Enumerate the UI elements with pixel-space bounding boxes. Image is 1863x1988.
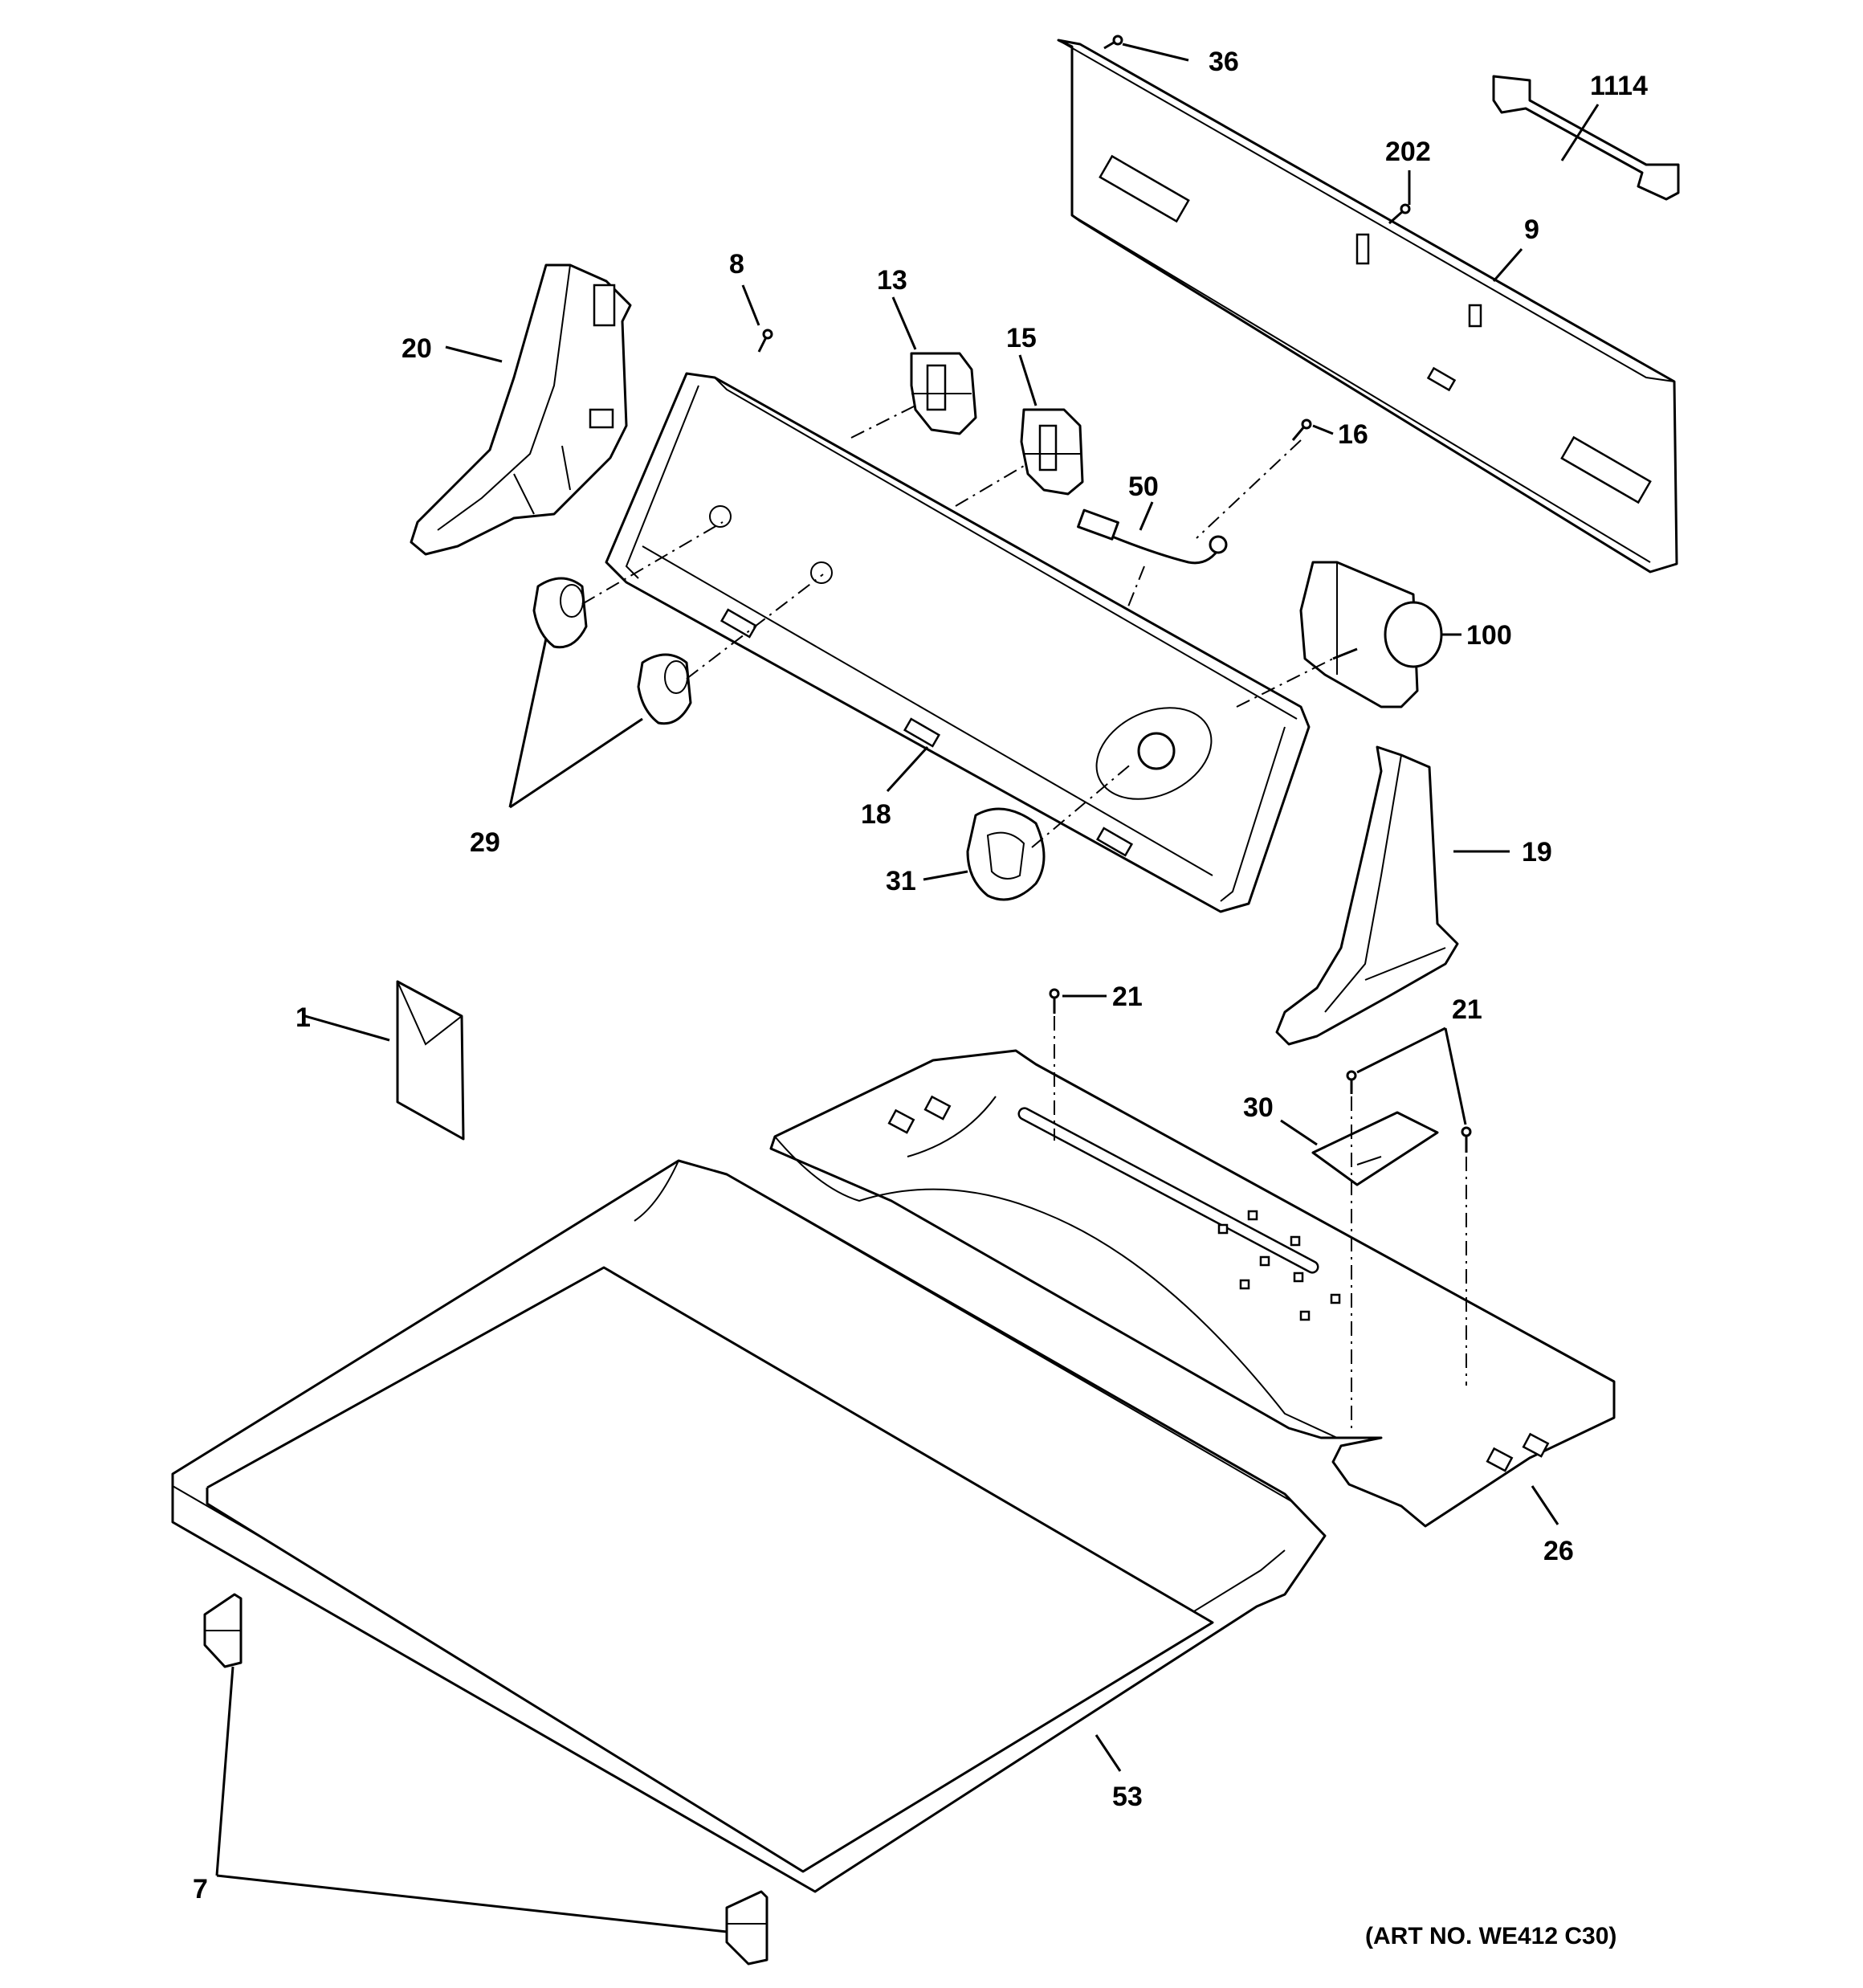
leader-lines bbox=[215, 43, 1600, 1933]
bracket-plate-part bbox=[1311, 1111, 1439, 1186]
callout-1114: 1114 bbox=[1590, 71, 1648, 101]
hinge-clip-left-part bbox=[203, 1593, 243, 1668]
top-frame-part bbox=[769, 1049, 1616, 1528]
screw-36-icon bbox=[1103, 35, 1123, 50]
callout-21-right: 21 bbox=[1452, 994, 1482, 1025]
frame-holes bbox=[1217, 1210, 1341, 1321]
knob-31-part bbox=[966, 807, 1046, 901]
wire-harness-part bbox=[1077, 508, 1228, 565]
callout-53: 53 bbox=[1112, 1782, 1143, 1812]
literature-packet-part bbox=[396, 980, 465, 1141]
right-end-cap-part bbox=[1275, 745, 1459, 1046]
callout-16: 16 bbox=[1338, 419, 1368, 450]
callout-100: 100 bbox=[1466, 620, 1512, 651]
callout-labels: 36 1114 202 9 8 13 15 20 16 50 100 29 18… bbox=[193, 47, 1648, 1904]
knob-29-upper-part bbox=[532, 577, 588, 649]
callout-50: 50 bbox=[1128, 471, 1159, 502]
callout-31: 31 bbox=[886, 866, 916, 896]
screw-8-icon bbox=[757, 329, 773, 353]
rear-panel-part bbox=[1057, 39, 1678, 574]
strap-bracket-part bbox=[1492, 75, 1680, 201]
switch-13-part bbox=[910, 352, 977, 435]
callout-13: 13 bbox=[877, 265, 907, 296]
callout-21-left: 21 bbox=[1112, 982, 1143, 1012]
callout-18: 18 bbox=[861, 799, 891, 830]
timer-part bbox=[1299, 561, 1443, 708]
switch-15-part bbox=[1020, 408, 1084, 496]
assembly-lines bbox=[581, 405, 1467, 1430]
art-number: (ART NO. WE412 C30) bbox=[1365, 1923, 1616, 1949]
screw-21-mid-icon bbox=[1346, 1070, 1357, 1094]
callout-20: 20 bbox=[402, 333, 432, 364]
callout-15: 15 bbox=[1006, 323, 1037, 353]
callout-9: 9 bbox=[1524, 214, 1539, 245]
screw-16-icon bbox=[1291, 418, 1312, 441]
callout-26: 26 bbox=[1543, 1536, 1574, 1566]
callout-30: 30 bbox=[1243, 1092, 1274, 1123]
knob-29-lower-part bbox=[637, 653, 692, 725]
callout-202: 202 bbox=[1385, 137, 1431, 167]
callout-1: 1 bbox=[296, 1002, 311, 1033]
screw-202-icon bbox=[1388, 203, 1411, 225]
callout-29: 29 bbox=[470, 827, 500, 858]
main-top-part bbox=[171, 1159, 1327, 1893]
left-end-cap-part bbox=[410, 263, 632, 556]
screw-21-right-icon bbox=[1461, 1126, 1472, 1153]
control-panel-part bbox=[605, 372, 1311, 913]
screw-21-left-icon bbox=[1049, 988, 1060, 1014]
callout-8: 8 bbox=[729, 249, 744, 280]
callout-36: 36 bbox=[1209, 47, 1239, 77]
hinge-clip-right-part bbox=[725, 1890, 768, 1966]
callout-19: 19 bbox=[1522, 837, 1552, 867]
callout-7: 7 bbox=[193, 1874, 208, 1904]
